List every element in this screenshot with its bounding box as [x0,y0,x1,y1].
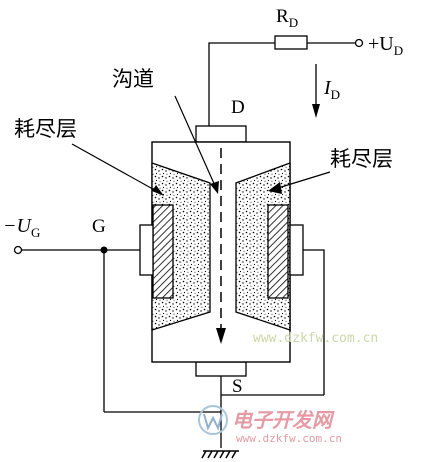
depletion-label-right: 耗尽层 [330,147,393,171]
watermark-logo-icon [198,405,228,435]
ground-symbol [201,450,239,459]
supply-terminal [354,38,364,48]
supply-voltage-label: +UD [368,33,403,58]
resistor-label: RD [276,6,298,30]
gate-region-left [152,204,174,299]
drain-contact [195,125,247,143]
watermark-brand: 电子开发网 [232,408,335,432]
gate-contact-left [139,224,154,276]
load-resistor [274,35,308,50]
watermark-url-bottom: www.dzkfw.com.cn [236,432,342,445]
gate-region-right [267,204,289,299]
watermark-url-top: www.dzkfw.com.cn [253,331,378,346]
drain-wiring [208,42,356,126]
gate-junction-dot [100,246,108,254]
current-arrow [312,64,320,118]
drain-label: D [231,97,245,118]
depletion-label-left: 耗尽层 [14,117,77,141]
depletion-pointers [71,95,331,196]
gate-label: G [92,216,106,237]
gate-contact-right [289,224,304,276]
gate-voltage-label: −UG [3,215,40,240]
channel-label: 沟道 [112,67,154,91]
source-contact [195,361,247,377]
channel-flow-arrow [216,148,226,344]
drain-current-label: ID [323,77,340,102]
source-label: S [232,376,243,397]
gate-terminal [13,245,23,255]
